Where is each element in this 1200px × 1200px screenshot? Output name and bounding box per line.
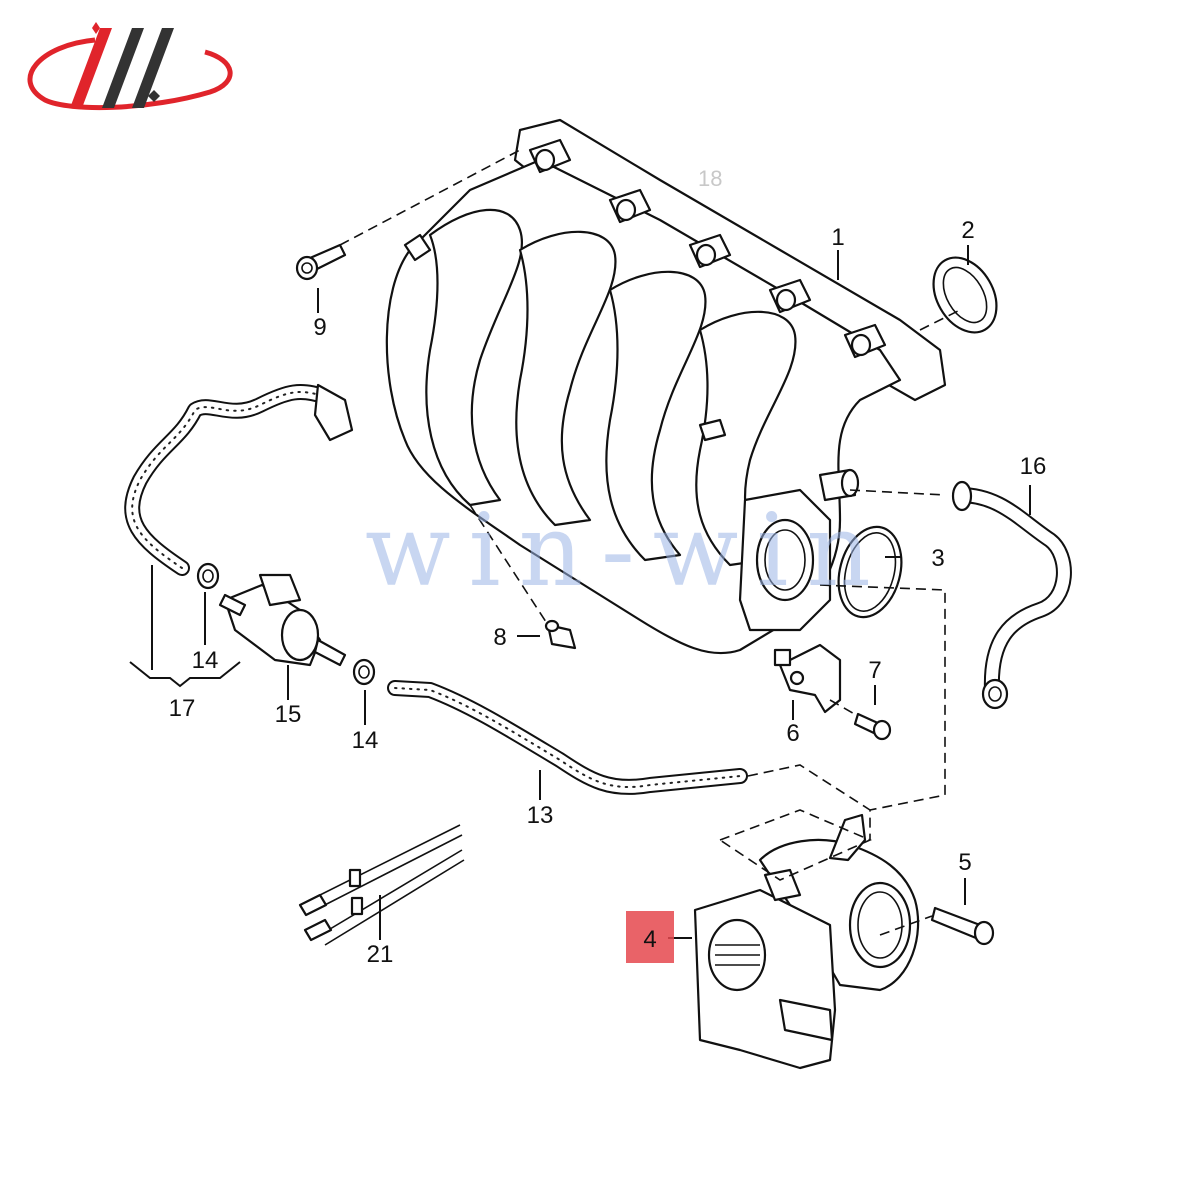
vacuum-hose-13 [387,680,748,795]
callout-14-right: 14 [352,727,379,754]
callout-13: 13 [527,802,554,829]
knock-sensor [544,619,577,650]
hose-clamp-left [196,562,220,590]
intake-manifold [385,118,947,655]
callout-5: 5 [958,849,971,876]
bolt-9 [295,243,347,281]
gasket-oval [932,256,998,334]
callout-15: 15 [275,701,302,728]
callout-leaders [129,245,1031,940]
bolt-5 [930,906,995,946]
callout-2: 2 [961,217,974,244]
callout-6: 6 [786,720,799,747]
callout-3: 3 [931,545,944,572]
callout-14-left: 14 [192,647,219,674]
ghost-label: 18 [698,166,722,191]
solenoid-valve [218,573,347,667]
breather-hose-16 [951,480,1072,710]
callout-4: 4 [643,926,656,953]
callout-8: 8 [493,624,506,651]
bolt-7 [853,712,892,741]
callout-16: 16 [1020,453,1047,480]
leader-lines [339,149,961,936]
o-ring-seal [837,525,903,619]
pipe-clips-21 [298,824,465,946]
intake-temp-sensor [773,643,842,714]
hose-clamp-right [352,658,376,686]
callout-21: 21 [367,941,394,968]
brand-logo [27,22,233,111]
throttle-body [693,813,920,1070]
callout-7: 7 [868,657,881,684]
vacuum-hose-17 [124,383,354,576]
callout-1: 1 [831,224,844,251]
callout-9: 9 [313,314,326,341]
highlight-box [626,911,674,963]
callout-17: 17 [169,695,196,722]
watermark: win-win [365,492,889,609]
